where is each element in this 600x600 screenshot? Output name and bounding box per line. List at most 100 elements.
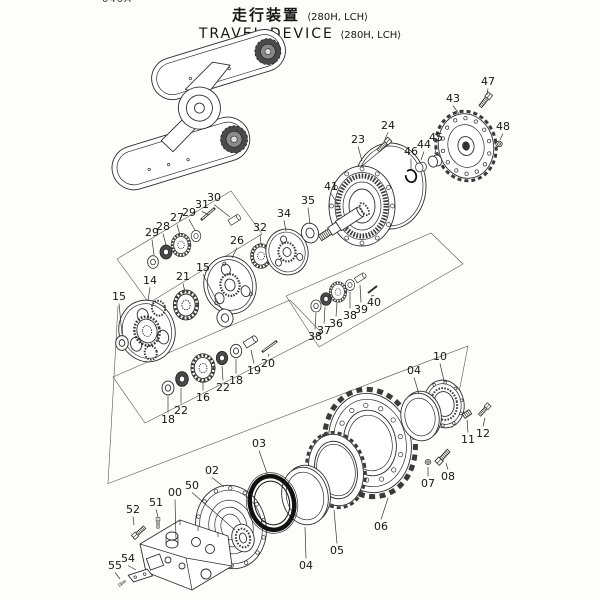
part-55-screw: [117, 579, 127, 587]
leader-line: [162, 233, 167, 246]
part-number-label: 21: [176, 270, 190, 283]
part-22-bearing-left: [175, 371, 189, 387]
leader-line: [174, 499, 177, 541]
part-number-label: 38: [308, 330, 322, 343]
bolt-hole: [386, 185, 391, 190]
part-number-label: 52: [126, 503, 140, 516]
part-number-label: 48: [496, 120, 510, 133]
bolt-hole: [213, 489, 219, 494]
bolt-hole: [459, 411, 463, 416]
part-00-travel-motor: [139, 519, 233, 591]
part-35-thrust-washer: [300, 222, 320, 244]
leader-line: [333, 509, 338, 544]
leader-line: [259, 234, 262, 246]
part-number-label: 18: [229, 374, 243, 387]
part-number-label: 26: [230, 234, 244, 247]
bolt-hole: [453, 118, 458, 123]
bolt-hole: [344, 235, 350, 241]
bolt-hole: [390, 203, 395, 209]
leader-line: [413, 377, 420, 395]
leader-line: [357, 146, 363, 162]
bolt-hole: [487, 151, 492, 156]
bolt-hole: [333, 185, 338, 190]
part-40-spring-pin: [367, 285, 378, 294]
bolt-hole: [474, 169, 479, 174]
leader-line: [114, 572, 121, 580]
leader-line: [283, 220, 287, 232]
leader-line: [482, 417, 486, 427]
leader-line: [445, 462, 449, 470]
leader-line: [182, 283, 186, 293]
bolt-hole: [390, 417, 396, 423]
bolt-hole: [397, 434, 403, 440]
part-number-label: 40: [367, 296, 381, 309]
leader-line: [314, 312, 317, 330]
leader-line: [250, 349, 255, 364]
part-46-snap-ring: [404, 168, 418, 184]
leader-line: [486, 88, 489, 96]
bolt-hole: [386, 222, 391, 227]
part-15-thrust-washer-right: [216, 308, 234, 328]
bolt-hole: [454, 168, 459, 173]
part-number-label: 39: [354, 303, 368, 316]
leader-line: [499, 133, 504, 141]
leader-line: [420, 151, 425, 161]
part-48-nut: [495, 140, 503, 148]
leader-line: [191, 492, 236, 531]
leader-line: [439, 363, 445, 382]
part-number-label: 29: [182, 206, 196, 219]
part-36-planet-gear: [328, 280, 348, 304]
part-26-carrier: [203, 255, 257, 315]
leader-line: [155, 509, 159, 518]
bolt-hole: [482, 162, 487, 167]
center-joint-hub: [193, 102, 205, 114]
part-number-label: 11: [461, 433, 475, 446]
part-11-stopper: [461, 409, 473, 419]
bolt-hole: [378, 476, 385, 482]
bolt-hole: [443, 380, 447, 385]
part-number-label: 34: [277, 207, 291, 220]
part-18-washer-right: [229, 343, 243, 359]
part-number-label: 54: [121, 552, 135, 565]
part-number-label: 16: [196, 391, 210, 404]
leader-line: [147, 287, 151, 302]
bolt-hole: [459, 398, 464, 403]
part-number-label: 10: [433, 350, 447, 363]
bolt-hole: [445, 125, 450, 130]
part-number-label: 02: [205, 464, 219, 477]
title-ja-note: ⟨280H, LCH⟩: [307, 12, 369, 23]
title-ja-text: 走行装置: [231, 6, 300, 24]
part-23-ring-gear-drum: [328, 142, 427, 247]
grouping-outlines: [106, 190, 469, 485]
bolt-hole: [445, 160, 450, 165]
part-number-label: 15: [196, 261, 210, 274]
leader-line: [370, 295, 375, 297]
part-number-label: 41: [324, 180, 338, 193]
part-47-bolt: [477, 91, 493, 109]
drive-sprocket-rear: [254, 38, 282, 65]
bolt-hole: [344, 171, 350, 177]
part-number-label: 47: [481, 75, 495, 88]
part-number-label: 43: [446, 92, 460, 105]
part-31-needle-pin: [200, 207, 216, 221]
part-number-label: 15: [112, 290, 126, 303]
part-51-bolt: [155, 517, 161, 529]
part-39-pin: [354, 271, 368, 284]
part-number-label: 04: [299, 559, 313, 572]
bolt-hole: [363, 402, 369, 408]
bolt-hole: [349, 407, 355, 414]
part-43-cover: [434, 109, 498, 183]
leader-line: [221, 365, 224, 381]
bolt-hole: [242, 490, 247, 496]
leader-line: [188, 219, 196, 231]
title-japanese: 走行装置 ⟨280H, LCH⟩: [0, 4, 600, 25]
part-number-label: 46: [404, 145, 418, 158]
part-number-label: 55: [108, 559, 122, 572]
part-18-washer-left: [161, 380, 175, 396]
leader-line: [434, 144, 437, 155]
part-number-label: 18: [161, 413, 175, 426]
bolt-hole: [453, 386, 458, 391]
bolt-hole: [339, 420, 345, 426]
